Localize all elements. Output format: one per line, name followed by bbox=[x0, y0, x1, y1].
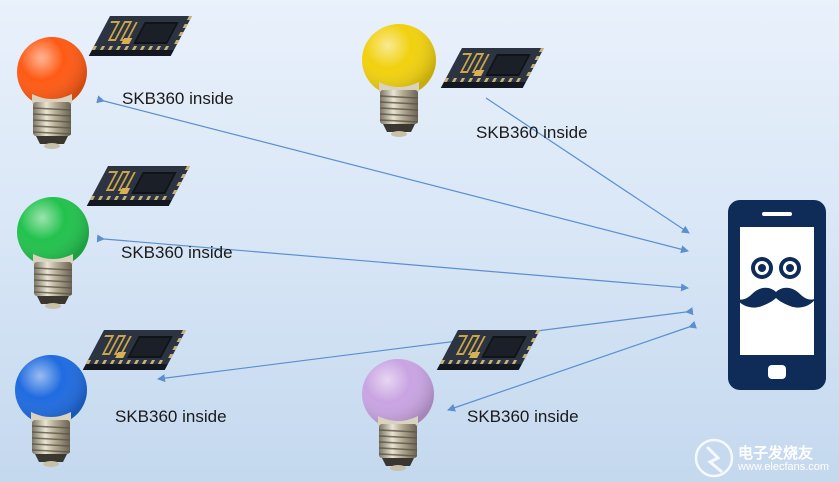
face-icon bbox=[736, 257, 816, 308]
connection-arrows bbox=[96, 95, 697, 412]
module-label-orange: SKB360 inside bbox=[122, 89, 234, 108]
bulb-purple bbox=[362, 359, 434, 472]
wifi-module-top-left bbox=[87, 15, 193, 57]
wifi-module-top-center bbox=[439, 47, 545, 89]
module-label-green: SKB360 inside bbox=[121, 243, 233, 262]
bulb-green bbox=[17, 197, 89, 310]
module-label-blue: SKB360 inside bbox=[115, 407, 227, 426]
watermark-logo-icon bbox=[694, 438, 734, 478]
wifi-module-bottom-center bbox=[435, 329, 541, 371]
wifi-module-middle-left bbox=[85, 165, 191, 207]
bulb-blue bbox=[15, 355, 87, 468]
arrow-orange-to-phone bbox=[96, 95, 689, 254]
arrow-phone-to-purple bbox=[447, 320, 697, 412]
watermark-url-text: www.elecfans.com bbox=[738, 461, 830, 473]
watermark-brand-text: 电子发烧友 bbox=[738, 444, 814, 462]
bulb-orange bbox=[17, 37, 87, 150]
arrow-yellow-to-phone bbox=[485, 97, 690, 234]
bulb-yellow bbox=[362, 24, 436, 138]
arrow-green-to-phone bbox=[96, 234, 689, 292]
module-label-purple: SKB360 inside bbox=[467, 407, 579, 426]
wifi-module-bottom-left bbox=[81, 329, 187, 371]
module-label-yellow: SKB360 inside bbox=[476, 123, 588, 142]
smartphone bbox=[728, 200, 826, 390]
mustache-icon bbox=[736, 287, 816, 308]
